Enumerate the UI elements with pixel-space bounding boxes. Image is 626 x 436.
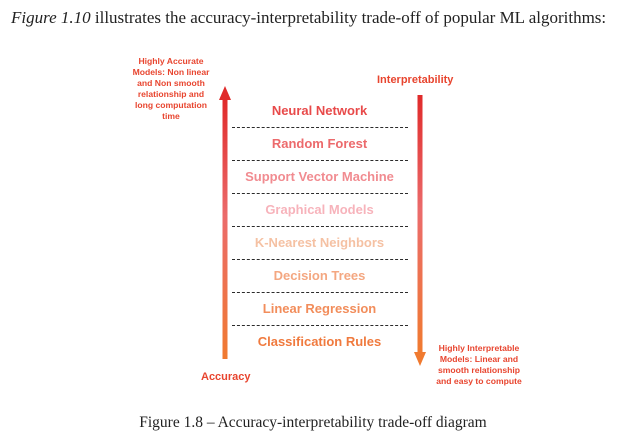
highly-interpretable-note-line: smooth relationship — [437, 365, 521, 375]
band-support-vector-machine: Support Vector Machine — [231, 160, 408, 192]
interpretability-label: Interpretability — [377, 74, 454, 86]
figure-caption: Figure 1.8 – Accuracy-interpretability t… — [139, 414, 487, 431]
band-label: Neural Network — [271, 102, 368, 118]
interpretability-arrow-icon — [414, 95, 426, 366]
band-label: Graphical Models — [265, 201, 374, 217]
band-label: Random Forest — [271, 135, 368, 151]
highly-accurate-note-line: time — [162, 111, 180, 121]
band-divider — [232, 292, 408, 293]
band-divider — [232, 127, 408, 128]
band-graphical-models: Graphical Models — [231, 193, 408, 225]
intro-sentence: illustrates the accuracy-interpretabilit… — [90, 8, 607, 27]
highly-interpretable-note: Highly Interpretable Models: Linear and … — [426, 343, 532, 387]
band-divider — [232, 160, 408, 161]
band-label: Classification Rules — [257, 333, 382, 349]
band-decision-trees: Decision Trees — [231, 259, 408, 291]
highly-interpretable-note-line: Highly Interpretable — [438, 343, 520, 353]
band-label: K-Nearest Neighbors — [254, 234, 385, 250]
highly-interpretable-note-line: Models: Linear and — [439, 354, 519, 364]
highly-accurate-note-line: relationship and — [137, 89, 205, 99]
figure-reference: Figure 1.10 — [11, 8, 91, 27]
band-linear-regression: Linear Regression — [231, 292, 408, 324]
band-label: Linear Regression — [262, 300, 377, 316]
band-divider — [232, 259, 408, 260]
band-classification-rules: Classification Rules — [231, 325, 408, 357]
band-label: Support Vector Machine — [245, 168, 394, 184]
band-k-nearest-neighbors: K-Nearest Neighbors — [231, 226, 408, 258]
intro-text: Figure 1.10 illustrates the accuracy-int… — [11, 8, 621, 28]
accuracy-arrow-icon — [219, 86, 231, 359]
band-random-forest: Random Forest — [231, 127, 408, 159]
highly-interpretable-note-line: and easy to compute — [436, 376, 522, 386]
highly-accurate-note-line: and Non smooth — [137, 78, 205, 88]
band-neural-network: Neural Network — [231, 94, 408, 126]
band-divider — [232, 325, 408, 326]
highly-accurate-note-line: Models: Non linear — [132, 67, 210, 77]
highly-accurate-note: Highly Accurate Models: Non linear and N… — [116, 56, 226, 122]
highly-accurate-note-line: long computation — [134, 100, 208, 110]
band-divider — [232, 226, 408, 227]
band-label: Decision Trees — [273, 267, 366, 283]
highly-accurate-note-line: Highly Accurate — [138, 56, 204, 66]
accuracy-label: Accuracy — [201, 371, 251, 383]
band-divider — [232, 193, 408, 194]
